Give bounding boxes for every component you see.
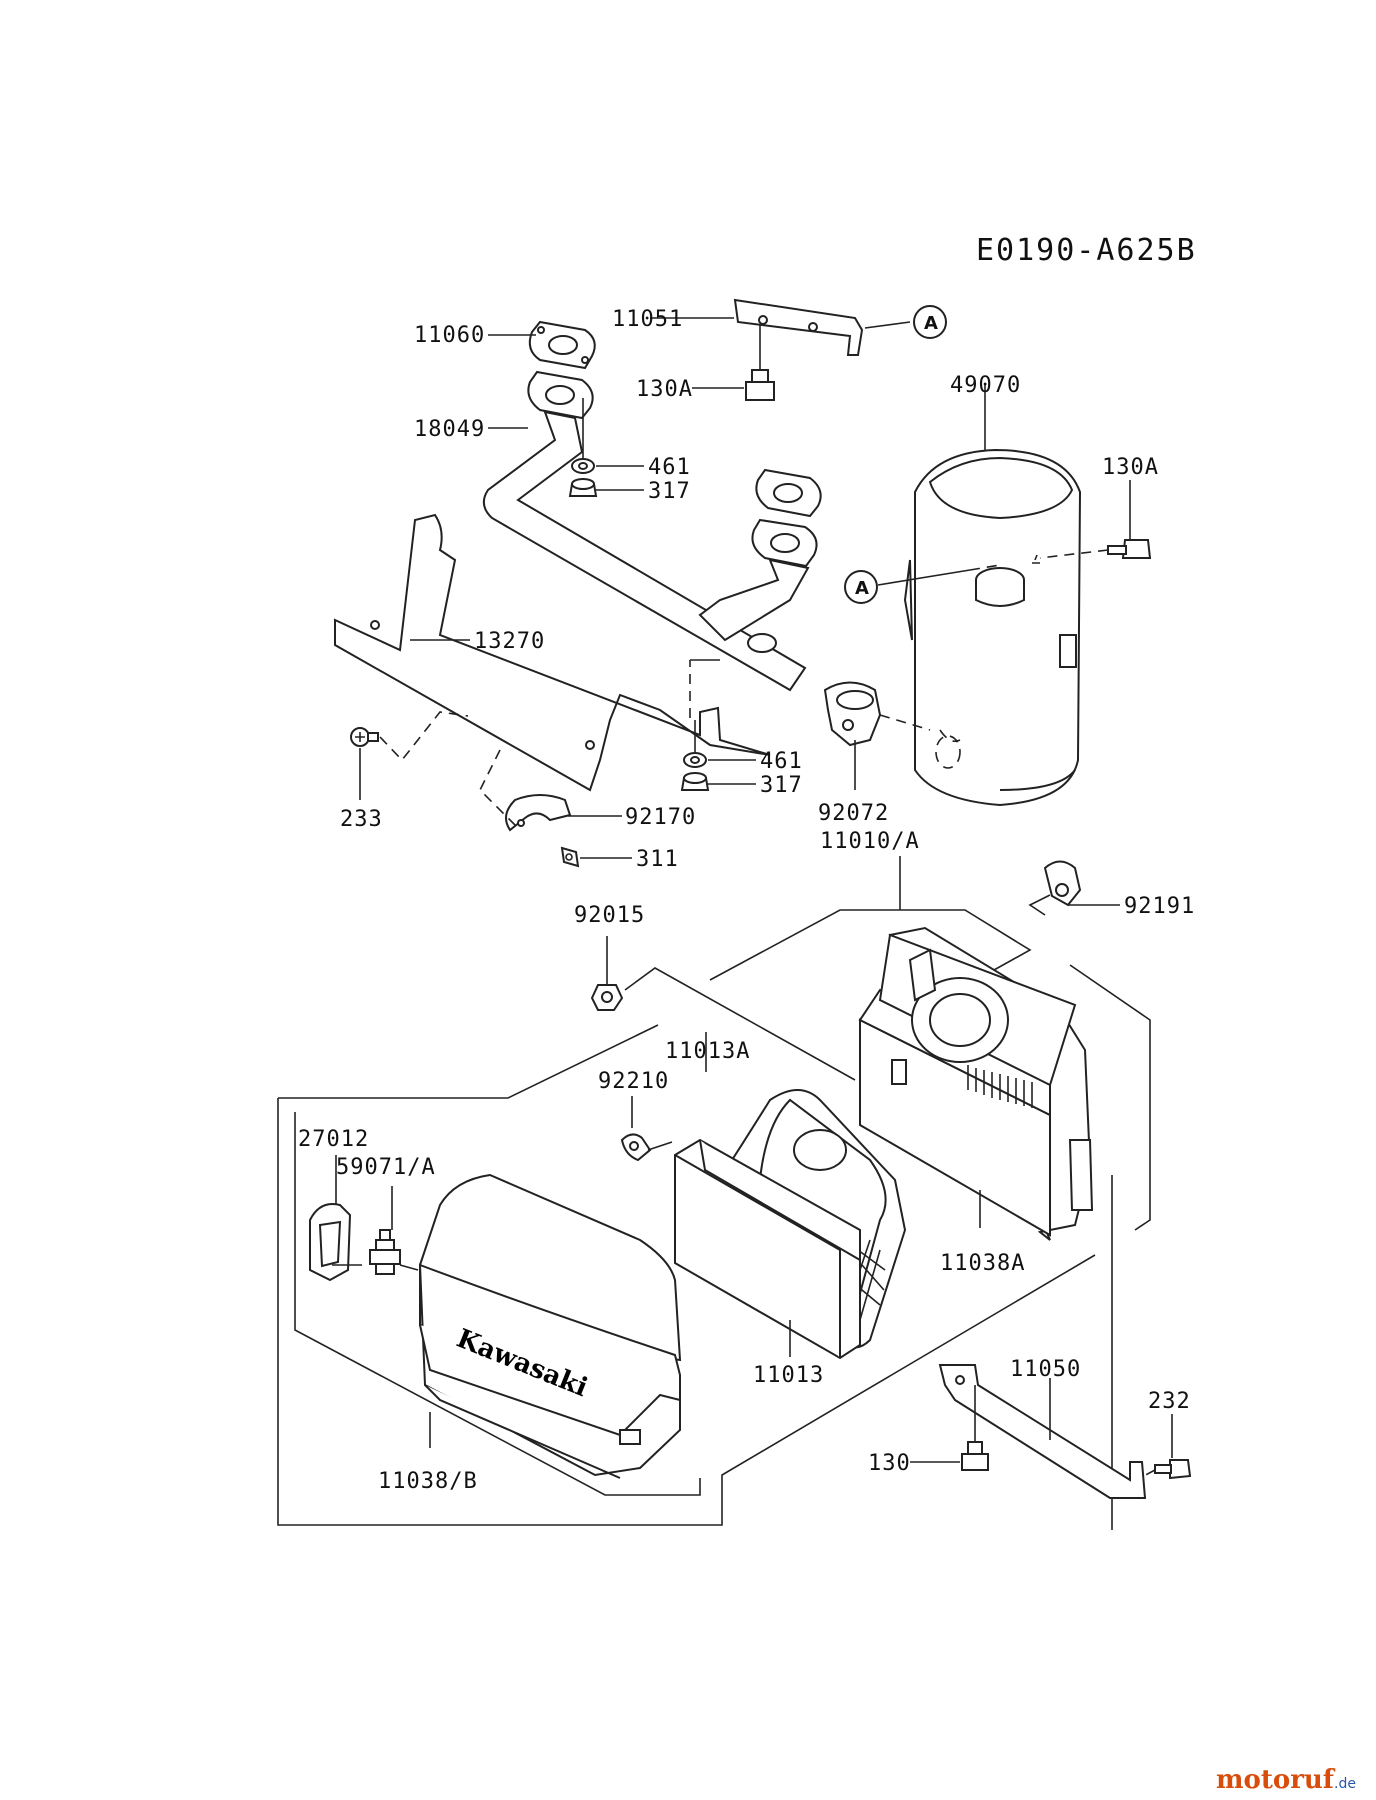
paper-element-11013 (674, 1138, 861, 1360)
screw-233 (350, 727, 379, 747)
diagram-code: E0190-A625B (976, 233, 1197, 268)
gasket-outlet (755, 468, 822, 518)
label-461-upper: 461 (648, 455, 691, 480)
label-232: 232 (1148, 1389, 1191, 1414)
brand-name: motoruf (1216, 1765, 1336, 1795)
label-92072: 92072 (818, 801, 889, 826)
gasket-11060 (528, 320, 596, 370)
label-11013a: 11013A (665, 1039, 750, 1064)
label-11013: 11013 (753, 1363, 824, 1388)
brand-watermark: motoruf.de (1216, 1765, 1356, 1795)
ref-marker-a-lower (844, 570, 878, 604)
label-311: 311 (636, 847, 679, 872)
label-92191: 92191 (1124, 894, 1195, 919)
clip-27012 (309, 1203, 352, 1282)
label-11038a: 11038A (940, 1251, 1025, 1276)
label-317-upper: 317 (648, 479, 691, 504)
label-11051: 11051 (612, 307, 683, 332)
label-11038b: 11038/B (378, 1469, 478, 1494)
brand-tld: .de (1334, 1776, 1356, 1792)
label-233: 233 (340, 807, 383, 832)
heat-shield-13270 (334, 513, 771, 792)
label-130a-upper: 130A (636, 377, 693, 402)
nut-317-lower (680, 772, 710, 791)
clamp-92170 (505, 794, 572, 832)
ref-letter-upper: A (924, 313, 938, 334)
bolt-130 (961, 1441, 989, 1471)
label-11050: 11050 (1010, 1357, 1081, 1382)
label-27012: 27012 (298, 1127, 369, 1152)
nut-92015 (590, 984, 624, 1011)
label-18049: 18049 (414, 417, 485, 442)
label-59071a: 59071/A (336, 1155, 436, 1180)
cover-assembly-outline (277, 1098, 1096, 1526)
label-92015: 92015 (574, 903, 645, 928)
bracket-11050 (938, 1364, 1147, 1499)
label-11060: 11060 (414, 323, 485, 348)
label-130a-right: 130A (1102, 455, 1159, 480)
label-461-lower: 461 (760, 749, 803, 774)
bracket-11051 (733, 298, 864, 356)
bolt-130a-right (1107, 539, 1152, 559)
clamp-92072 (823, 681, 882, 747)
washer-461-lower (683, 752, 707, 768)
bolt-130a-upper (745, 369, 775, 401)
label-92170: 92170 (625, 805, 696, 830)
air-cleaner-base-11038a (858, 926, 1094, 1241)
muffler-49070 (903, 448, 1082, 807)
label-130: 130 (868, 1451, 911, 1476)
washer-461-upper (571, 458, 595, 474)
label-92210: 92210 (598, 1069, 669, 1094)
ref-letter-lower: A (855, 578, 869, 599)
ref-marker-a-upper (913, 305, 947, 339)
cover-11038b (418, 1173, 682, 1479)
clip-92191 (1043, 860, 1082, 907)
nut-311 (560, 846, 580, 868)
bolt-232 (1154, 1459, 1192, 1480)
clip-92210 (620, 1133, 652, 1162)
label-49070: 49070 (950, 373, 1021, 398)
label-11010a: 11010/A (820, 829, 920, 854)
latch-59071a (369, 1229, 401, 1275)
label-13270: 13270 (474, 629, 545, 654)
nut-317-upper (568, 478, 598, 497)
exhaust-pipe-18049 (482, 370, 818, 692)
label-317-lower: 317 (760, 773, 803, 798)
